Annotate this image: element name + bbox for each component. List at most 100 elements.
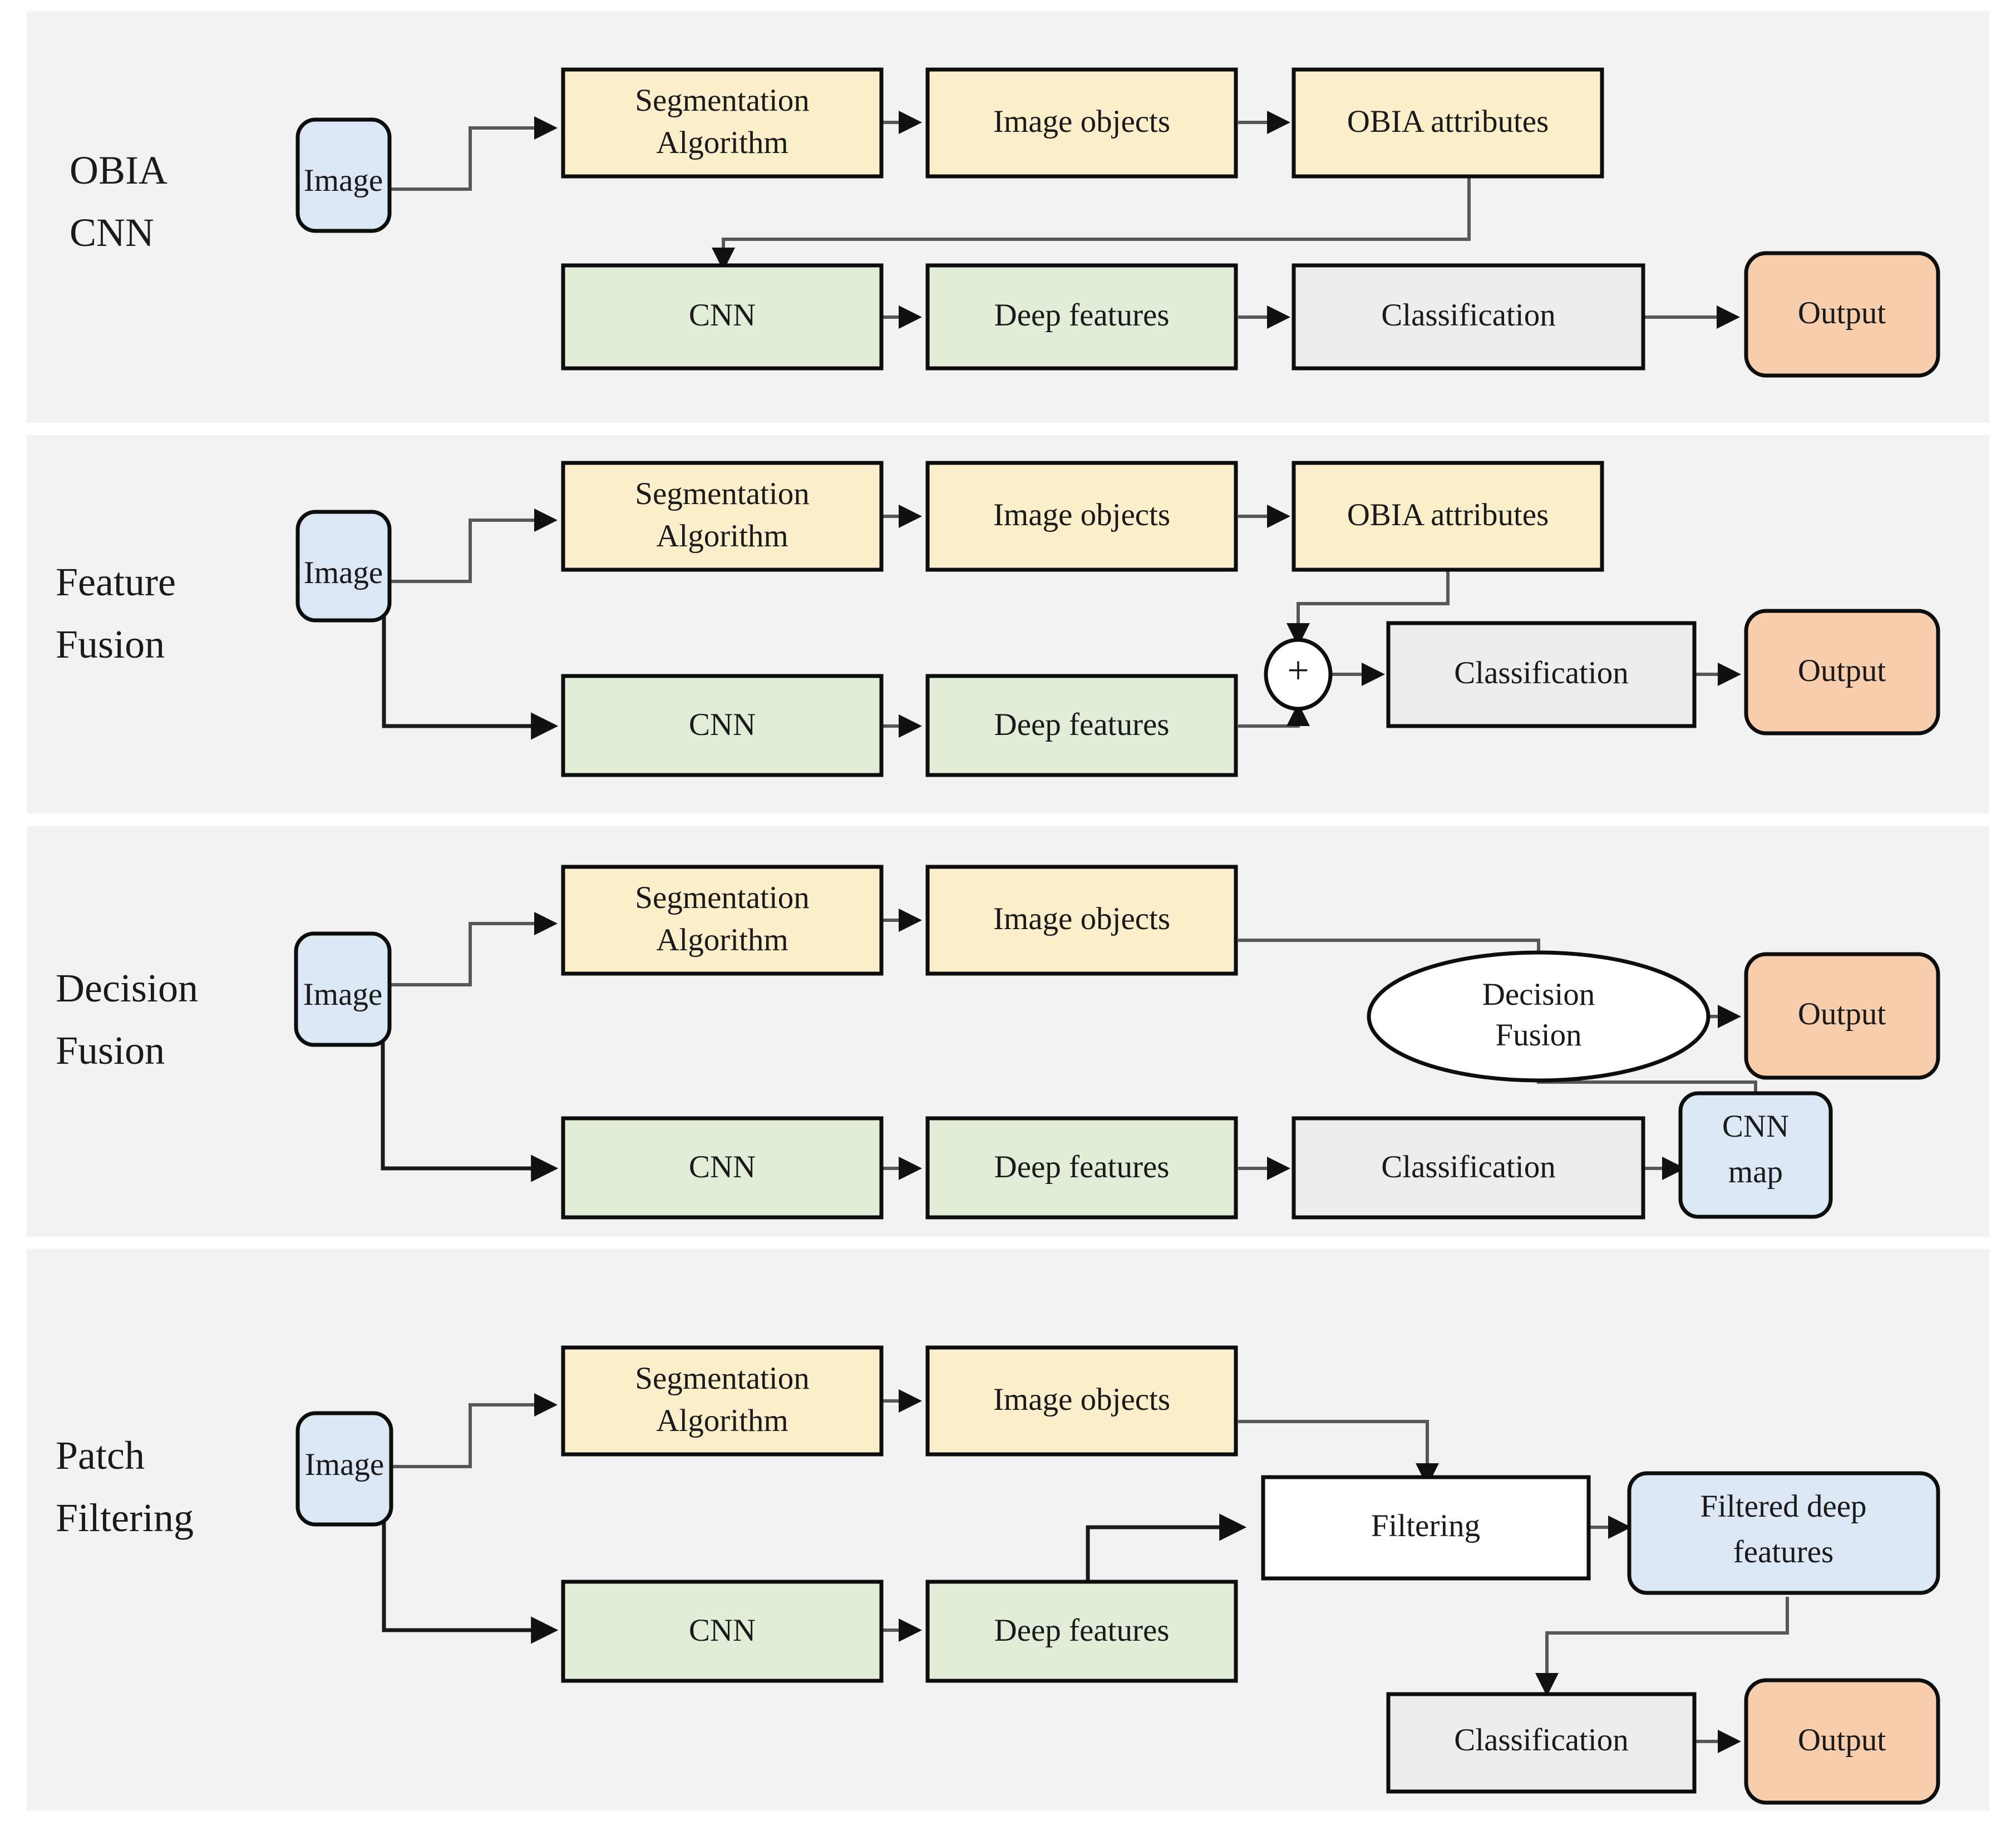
node-cnn[interactable]: CNN xyxy=(561,674,884,777)
panel-title-line1: Decision xyxy=(56,966,198,1010)
edge-filtereddeepfeatures-to-classification xyxy=(1535,1597,1789,1696)
node-label-deep-features: Deep features xyxy=(994,1613,1170,1648)
panel-decision-fusion: Decision Fusion Image Segmentation Algor… xyxy=(27,826,1989,1237)
node-classification[interactable]: Classification xyxy=(1386,1692,1697,1794)
node-filtering[interactable]: Filtering xyxy=(1261,1475,1591,1581)
edge-image-to-cnn xyxy=(381,1017,559,1182)
node-label-image: Image xyxy=(303,977,382,1012)
node-label-segmentation-line2: Algorithm xyxy=(656,1403,788,1438)
node-cnn-map[interactable]: CNN map xyxy=(1678,1091,1833,1219)
node-label-obia-attributes: OBIA attributes xyxy=(1347,104,1549,139)
node-label-classification: Classification xyxy=(1381,298,1555,333)
edge-image-to-segmentation xyxy=(390,1393,558,1468)
node-deep-features[interactable]: Deep features xyxy=(925,1580,1238,1683)
node-label-classification: Classification xyxy=(1454,1723,1628,1758)
node-image-objects[interactable]: Image objects xyxy=(925,461,1238,572)
panel-title-line1: Feature xyxy=(56,560,176,604)
node-label-cnn: CNN xyxy=(689,1149,756,1185)
node-segmentation-algorithm[interactable]: Segmentation Algorithm xyxy=(561,461,884,572)
node-decision-fusion[interactable]: Decision Fusion xyxy=(1367,950,1711,1083)
node-label-deep-features: Deep features xyxy=(994,298,1170,333)
node-segmentation-algorithm[interactable]: Segmentation Algorithm xyxy=(561,67,884,179)
node-label-segmentation-line1: Segmentation xyxy=(635,880,809,915)
node-label-decision-fusion-line1: Decision xyxy=(1482,977,1595,1012)
node-label-image: Image xyxy=(304,163,383,198)
node-classification[interactable]: Classification xyxy=(1292,263,1645,371)
node-label-output: Output xyxy=(1798,295,1886,330)
node-label-image-objects: Image objects xyxy=(993,901,1170,936)
node-image[interactable]: Image xyxy=(295,1411,393,1527)
node-label-segmentation-line1: Segmentation xyxy=(635,1361,809,1396)
node-classification[interactable]: Classification xyxy=(1386,621,1697,728)
node-label-output: Output xyxy=(1798,996,1886,1032)
node-segmentation-algorithm[interactable]: Segmentation Algorithm xyxy=(561,865,884,976)
node-label-classification: Classification xyxy=(1454,655,1628,690)
node-label-segmentation-line2: Algorithm xyxy=(656,125,788,160)
node-deep-features[interactable]: Deep features xyxy=(925,1116,1238,1220)
edge-image-to-cnn xyxy=(382,612,559,740)
node-output[interactable]: Output xyxy=(1744,609,1940,736)
node-image[interactable]: Image xyxy=(295,117,392,233)
node-filtered-deep-features[interactable]: Filtered deep features xyxy=(1627,1471,1940,1595)
edge-image-to-segmentation xyxy=(390,116,558,191)
edge-image-to-segmentation xyxy=(388,912,558,986)
node-image-objects[interactable]: Image objects xyxy=(925,865,1238,976)
node-label-plus: + xyxy=(1287,649,1309,692)
panel-title-line2: Fusion xyxy=(56,1028,165,1073)
edge-image-to-cnn xyxy=(382,1498,559,1644)
edge-imageobjects-to-filtering xyxy=(1238,1420,1439,1487)
node-label-filtered-deep-line1: Filtered deep xyxy=(1700,1489,1866,1524)
node-label-deep-features: Deep features xyxy=(994,1149,1170,1185)
node-label-obia-attributes: OBIA attributes xyxy=(1347,497,1549,532)
node-fusion-plus[interactable]: + xyxy=(1264,638,1333,711)
node-deep-features[interactable]: Deep features xyxy=(925,674,1238,777)
node-cnn[interactable]: CNN xyxy=(561,1116,884,1220)
node-output[interactable]: Output xyxy=(1744,1678,1940,1805)
node-label-image-objects: Image objects xyxy=(993,497,1170,532)
node-output[interactable]: Output xyxy=(1744,952,1940,1080)
node-label-segmentation-line2: Algorithm xyxy=(656,519,788,554)
node-label-cnn-map-line1: CNN xyxy=(1722,1109,1789,1144)
node-image[interactable]: Image xyxy=(294,931,392,1047)
node-label-image-objects: Image objects xyxy=(993,104,1170,139)
node-image[interactable]: Image xyxy=(295,510,392,623)
node-label-segmentation-line1: Segmentation xyxy=(635,476,809,511)
node-obia-attributes[interactable]: OBIA attributes xyxy=(1292,67,1604,179)
edge-obiaattributes-to-cnn xyxy=(712,177,1471,271)
node-label-segmentation-line2: Algorithm xyxy=(656,922,788,958)
panel-title-line2: CNN xyxy=(70,210,154,255)
node-label-image: Image xyxy=(304,555,383,590)
node-label-deep-features: Deep features xyxy=(994,707,1170,742)
node-label-output: Output xyxy=(1798,1723,1886,1758)
node-label-cnn: CNN xyxy=(689,1613,756,1648)
edge-obiaattributes-to-fusion xyxy=(1287,570,1450,646)
node-label-output: Output xyxy=(1798,653,1886,688)
node-label-image-objects: Image objects xyxy=(993,1382,1170,1417)
panel-feature-fusion: Feature Fusion Image Segmentation Algori… xyxy=(27,435,1989,813)
panel-obia-cnn: OBIA CNN Image Segmentation Algorithm xyxy=(27,11,1989,423)
node-label-decision-fusion-line2: Fusion xyxy=(1495,1018,1581,1053)
node-segmentation-algorithm[interactable]: Segmentation Algorithm xyxy=(561,1345,884,1457)
panel-title-line1: Patch xyxy=(56,1433,145,1478)
panel-patch-filtering: Patch Filtering Image Segmentation Algor… xyxy=(27,1249,1989,1811)
node-obia-attributes[interactable]: OBIA attributes xyxy=(1292,461,1604,572)
node-output[interactable]: Output xyxy=(1744,251,1940,378)
node-label-cnn: CNN xyxy=(689,707,756,742)
node-cnn[interactable]: CNN xyxy=(561,1580,884,1683)
node-label-classification: Classification xyxy=(1381,1149,1555,1185)
node-deep-features[interactable]: Deep features xyxy=(925,263,1238,371)
node-label-filtering: Filtering xyxy=(1371,1508,1480,1543)
panel-title-line2: Filtering xyxy=(56,1496,194,1540)
node-label-cnn-map-line2: map xyxy=(1728,1154,1783,1190)
node-label-filtered-deep-line2: features xyxy=(1733,1534,1833,1570)
node-label-image: Image xyxy=(305,1447,384,1482)
node-image-objects[interactable]: Image objects xyxy=(925,1345,1238,1457)
edge-image-to-segmentation xyxy=(390,509,558,583)
node-cnn[interactable]: CNN xyxy=(561,263,884,371)
node-image-objects[interactable]: Image objects xyxy=(925,67,1238,179)
node-classification[interactable]: Classification xyxy=(1292,1116,1645,1220)
panel-title-line2: Fusion xyxy=(56,622,165,667)
panel-title-line1: OBIA xyxy=(70,148,167,193)
